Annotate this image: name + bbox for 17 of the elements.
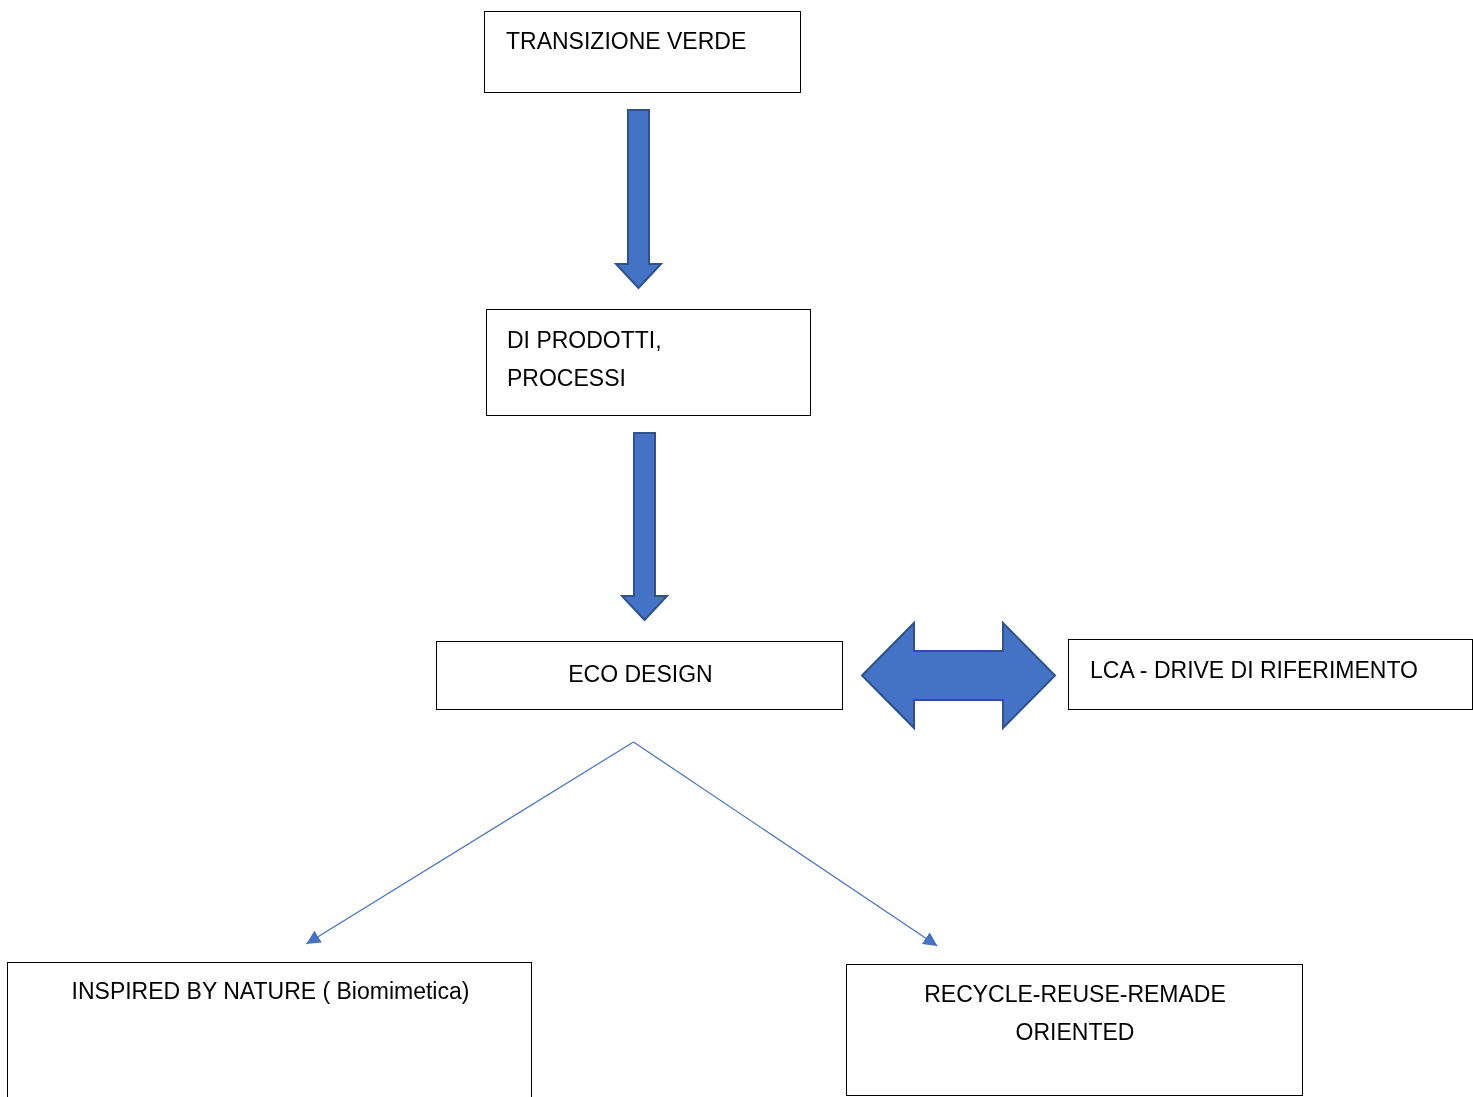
arrow (305, 741, 635, 945)
double-block-arrow (860, 620, 1057, 731)
box-label: DI PRODOTTI, PROCESSI (507, 326, 663, 393)
box-label: TRANSIZIONE VERDE (506, 27, 748, 56)
process-box (484, 11, 801, 93)
box-label: INSPIRED BY NATURE ( Biomimetica) (70, 977, 471, 1006)
process-box (846, 964, 1303, 1096)
block-arrow (613, 109, 664, 290)
process-box (486, 309, 811, 416)
arrow (632, 741, 938, 947)
box-label: ECO DESIGN (567, 660, 714, 689)
box-label: LCA - DRIVE DI RIFERIMENTO (1090, 656, 1419, 685)
process-box (436, 641, 843, 710)
block-arrow (619, 432, 670, 622)
process-box (7, 962, 532, 1097)
box-label: RECYCLE-REUSE-REMADE ORIENTED (923, 980, 1227, 1047)
process-box (1068, 639, 1473, 710)
